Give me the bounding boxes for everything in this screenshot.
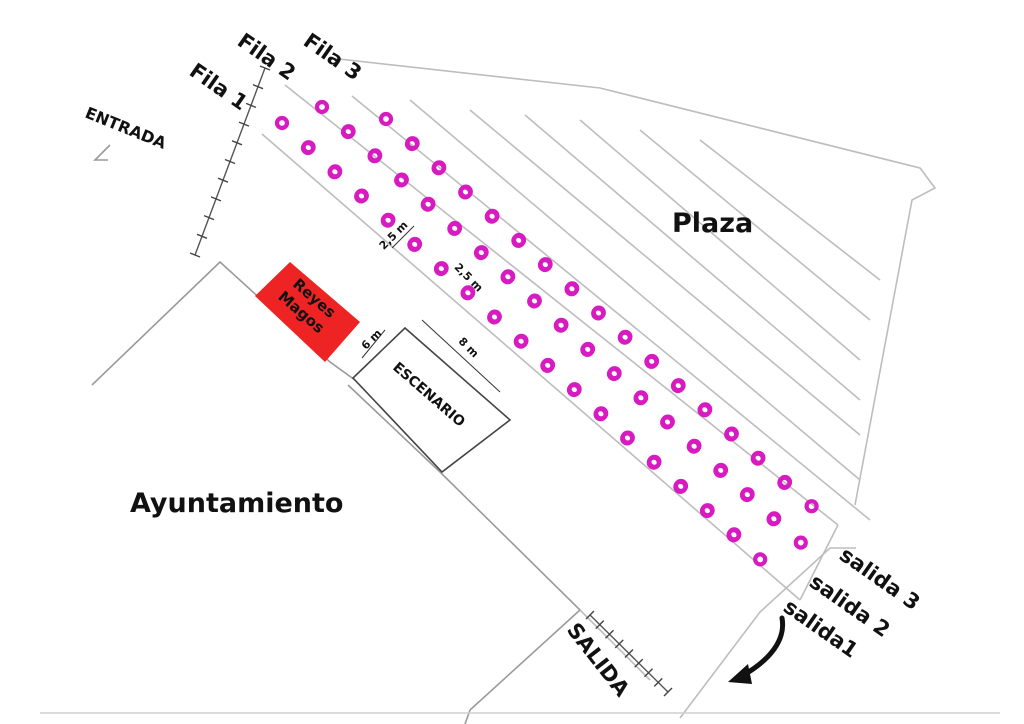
seat-marker — [314, 99, 330, 115]
plaza-outline — [261, 57, 937, 601]
stage: ESCENARIO — [351, 326, 512, 474]
seat-marker — [646, 455, 661, 470]
entrance-fence — [189, 65, 271, 258]
seat-marker — [274, 115, 290, 131]
seat-marker — [511, 233, 526, 248]
seat-marker — [697, 403, 712, 418]
seat-marker — [593, 407, 608, 422]
seat-marker — [804, 499, 819, 514]
seat-marker — [380, 213, 395, 228]
seat-marker — [644, 354, 659, 369]
reyes-magos-area: Reyes Magos — [255, 262, 360, 362]
fila1-label: Fila 1 — [185, 58, 252, 115]
seat-marker — [420, 197, 435, 212]
seat-marker — [777, 475, 792, 490]
seat-marker — [537, 257, 553, 273]
seat-marker — [713, 463, 728, 478]
seat-marker — [431, 161, 446, 176]
fence-tick — [624, 649, 634, 658]
seat-marker — [340, 124, 356, 140]
exit-arrow-icon — [728, 615, 786, 684]
seat-marker — [433, 261, 449, 277]
seat-marker — [500, 270, 515, 285]
fence-tick — [585, 610, 595, 620]
seat-marker — [726, 528, 741, 543]
fence-tick — [614, 639, 624, 649]
seat-marker — [566, 382, 582, 398]
fence-tick — [259, 65, 271, 71]
seat-marker — [620, 431, 635, 446]
fence-tick — [605, 629, 614, 639]
fence-tick — [210, 196, 222, 202]
seat-marker — [699, 503, 715, 519]
dim-8m-label: 8 m — [456, 335, 481, 360]
seat-marker — [553, 318, 568, 333]
fence-tick — [653, 677, 663, 687]
fence-tick — [196, 233, 208, 239]
seat-marker — [484, 209, 499, 224]
seat-marker — [580, 342, 595, 357]
fence-tick — [217, 177, 229, 183]
seat-marker — [354, 189, 369, 204]
seat-marker — [540, 358, 555, 373]
seat-marker — [686, 439, 701, 454]
fence-tick — [595, 620, 605, 630]
seat-marker — [404, 136, 420, 152]
seat-marker — [564, 282, 579, 297]
seat-marker — [766, 512, 781, 527]
exit-corridor — [579, 547, 856, 719]
seat-marker — [367, 149, 382, 164]
fence-tick — [252, 84, 264, 90]
seat-marker — [660, 415, 675, 430]
fence-tick — [644, 668, 653, 678]
seat-marker — [327, 165, 342, 180]
seat-marker — [394, 173, 409, 188]
exit-fence — [585, 610, 673, 697]
seat-marker — [527, 294, 542, 309]
seat-marker — [753, 552, 768, 567]
plaza-label: Plaza — [672, 208, 753, 239]
fence-tick — [203, 214, 215, 221]
seat-marker — [750, 451, 765, 466]
seat-marker — [378, 111, 394, 127]
seat-marker — [739, 487, 755, 503]
seat-marker — [793, 535, 808, 550]
seat-marker — [458, 185, 473, 200]
seat-marker — [673, 479, 688, 494]
seat-marker — [487, 310, 502, 325]
seat-marker — [407, 237, 422, 252]
seat-marker — [460, 286, 475, 301]
seat-marker — [724, 427, 739, 442]
seat-marker — [670, 378, 686, 394]
ayuntamiento-label: Ayuntamiento — [130, 488, 343, 519]
fence-tick — [634, 658, 644, 668]
fence-tick — [663, 687, 673, 697]
seat-marker — [473, 245, 489, 261]
ayuntamiento-building — [91, 144, 582, 724]
seat-marker — [633, 391, 648, 406]
seat-marker — [606, 366, 622, 382]
entrance-label: ENTRADA — [83, 103, 170, 153]
fence-tick — [189, 252, 201, 258]
seat-rows — [274, 99, 819, 567]
fila2-label: Fila 2 — [233, 28, 300, 85]
dim-6m-label: 6 m — [359, 327, 384, 352]
fence-tick — [224, 158, 236, 165]
seat-marker — [300, 140, 316, 156]
seat-marker — [617, 330, 632, 345]
seat-marker — [513, 334, 528, 349]
fence-tick — [245, 102, 257, 109]
salida-label: SALIDA — [562, 618, 634, 701]
seat-marker — [447, 221, 462, 236]
fence-tick — [231, 140, 243, 146]
fence-tick — [238, 121, 250, 127]
fila3-label: Fila 3 — [299, 28, 366, 85]
seat-marker — [591, 306, 606, 321]
